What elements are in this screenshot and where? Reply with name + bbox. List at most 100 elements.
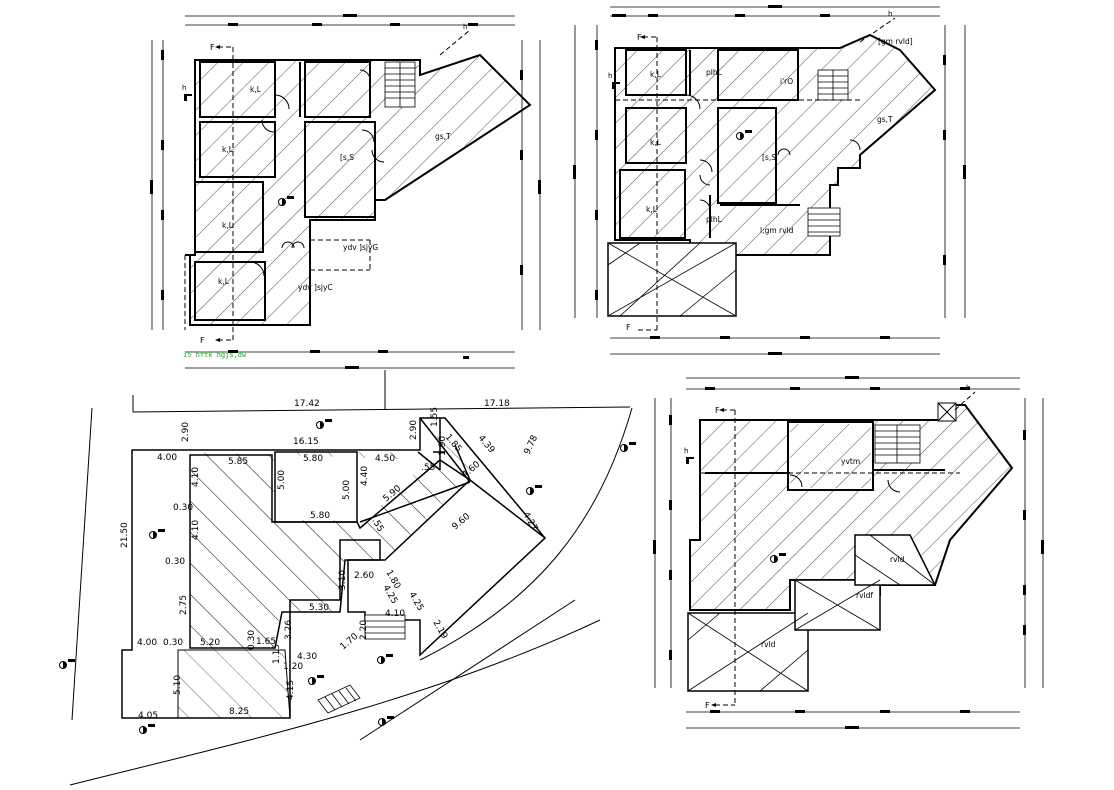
dimension-label: 17.42: [294, 399, 320, 409]
dimension-label: 4.10: [191, 467, 201, 487]
level-marker-icon: [620, 441, 637, 452]
room-label: k,L: [218, 277, 230, 286]
room-label: ydv ]sjyG: [343, 243, 378, 252]
dimension-ticks: [150, 14, 541, 369]
north-mark-left: h: [182, 84, 186, 92]
room-label: i'rO: [780, 77, 793, 86]
dimension-label: 1.90: [438, 436, 448, 456]
dimension-label: 4.30: [297, 652, 317, 662]
room-label: rvldf: [856, 591, 873, 600]
dimension-label: .55: [421, 463, 435, 473]
room-label: [s,S: [762, 153, 776, 162]
room-label: l;gm rvld: [760, 226, 794, 235]
dimension-label: 4.40: [360, 466, 370, 486]
interior-walls: [619, 49, 800, 239]
level-marker-icon: [377, 653, 394, 664]
dimension-label: 9.78: [523, 434, 541, 457]
dimension-label: 4.00: [137, 638, 157, 648]
dimension-label: 1.55: [430, 407, 440, 427]
dimension-label: 1.20: [283, 662, 303, 672]
room-label: [gm rvld]: [878, 37, 913, 46]
level-marker-icon: [316, 418, 333, 429]
room-label: k,L: [250, 85, 262, 94]
dimension-label: 5.85: [228, 457, 248, 467]
room-label: k,L: [646, 205, 658, 214]
dimension-label: 9.60: [451, 512, 473, 533]
dimension-label: 5.00: [277, 470, 287, 490]
dimension-label: 3.10: [338, 570, 348, 590]
dimension-label: 3.26: [284, 620, 294, 640]
room-label: rvld: [890, 555, 905, 564]
dimension-label: 4.00: [157, 453, 177, 463]
room-label: yvtm: [841, 457, 860, 466]
door-swings: [249, 69, 385, 277]
stair: [874, 424, 921, 464]
dimension-ticks: [573, 5, 966, 355]
dimension-label: 8.25: [229, 707, 249, 717]
drawing-note: i5 hftk hgjs,dw: [183, 351, 247, 359]
dimension-label: 0.30: [163, 638, 183, 648]
room-label: k,L: [222, 221, 234, 230]
dimension-label: 4.39: [476, 434, 497, 456]
dimension-label: 2.90: [181, 422, 191, 442]
door-swings: [789, 474, 901, 493]
first-floor-plan: F F h h k,L k,L k,L plhL plhL i'rO [s,S …: [573, 5, 966, 355]
dimension-label: 5.80: [310, 511, 330, 521]
room-label: [s,S: [340, 153, 354, 162]
north-mark-top: h: [888, 10, 892, 18]
room-label: gs,T: [435, 132, 451, 141]
building-footprint: [274, 417, 546, 539]
section-mark-top: F: [637, 33, 642, 42]
dimension-label: 2.75: [179, 595, 189, 615]
interior-walls: [194, 61, 376, 321]
room-label: gs,T: [877, 115, 893, 124]
dimension-label: 21.50: [120, 522, 130, 548]
level-marker-icon: [149, 528, 166, 539]
level-marker-icon: [139, 723, 156, 734]
dimension-label: 5.10: [173, 675, 183, 695]
stair: [384, 61, 416, 108]
dimension-label: 0.30: [247, 630, 257, 650]
north-mark-left: h: [684, 447, 688, 455]
north-mark-top: h: [463, 23, 467, 31]
dimension-label: 4.10: [385, 609, 405, 619]
site-plan: 17.42 17.18 2.90 2.90 1.55 1.85 4.39 16.…: [59, 370, 637, 786]
level-marker-icon: [59, 658, 76, 669]
dimension-label: 2.90: [409, 420, 419, 440]
dimension-label: 4.15: [286, 680, 296, 700]
level-marker-icon: [308, 674, 325, 685]
dimension-label: 5.30: [309, 603, 329, 613]
north-mark-left: h: [608, 72, 612, 80]
section-mark-bottom: F: [200, 336, 205, 345]
hatched-zone: [189, 454, 472, 649]
section-mark-bottom: F: [705, 701, 710, 710]
dimension-label: 5.80: [303, 454, 323, 464]
room-label: plhL: [706, 215, 723, 224]
room-label: ydv ]sjyC: [298, 283, 333, 292]
dimension-label: 16.15: [293, 437, 319, 447]
section-mark-bottom: F: [626, 323, 631, 332]
dimension-label: 4.10: [191, 520, 201, 540]
door-swings: [685, 94, 861, 211]
section-mark-top: F: [715, 406, 720, 415]
dimension-label: 1.65: [256, 637, 276, 647]
level-marker-icon: [378, 715, 395, 726]
hatched-zone: [177, 649, 291, 719]
room-label: k,L: [650, 70, 662, 79]
dimension-label: 5.00: [342, 480, 352, 500]
dimension-ticks: [653, 376, 1044, 729]
dimension-label: 2.60: [354, 571, 374, 581]
section-line: [700, 391, 976, 706]
stair: [807, 69, 849, 237]
chimney-box: [937, 402, 957, 422]
stair: [317, 614, 406, 714]
dimension-label: 0.30: [173, 503, 193, 513]
dimension-label: 1.15: [272, 644, 282, 664]
boundary-lines: [69, 370, 633, 786]
dimension-label: 4.05: [138, 711, 158, 721]
ground-floor-plan: F F h h k,L k,L k,L k,L [s,S gs,T ydv ]s…: [150, 14, 541, 369]
room-label: k,L: [222, 145, 234, 154]
north-mark-top: h: [966, 384, 970, 392]
level-marker-icon: [526, 484, 543, 495]
